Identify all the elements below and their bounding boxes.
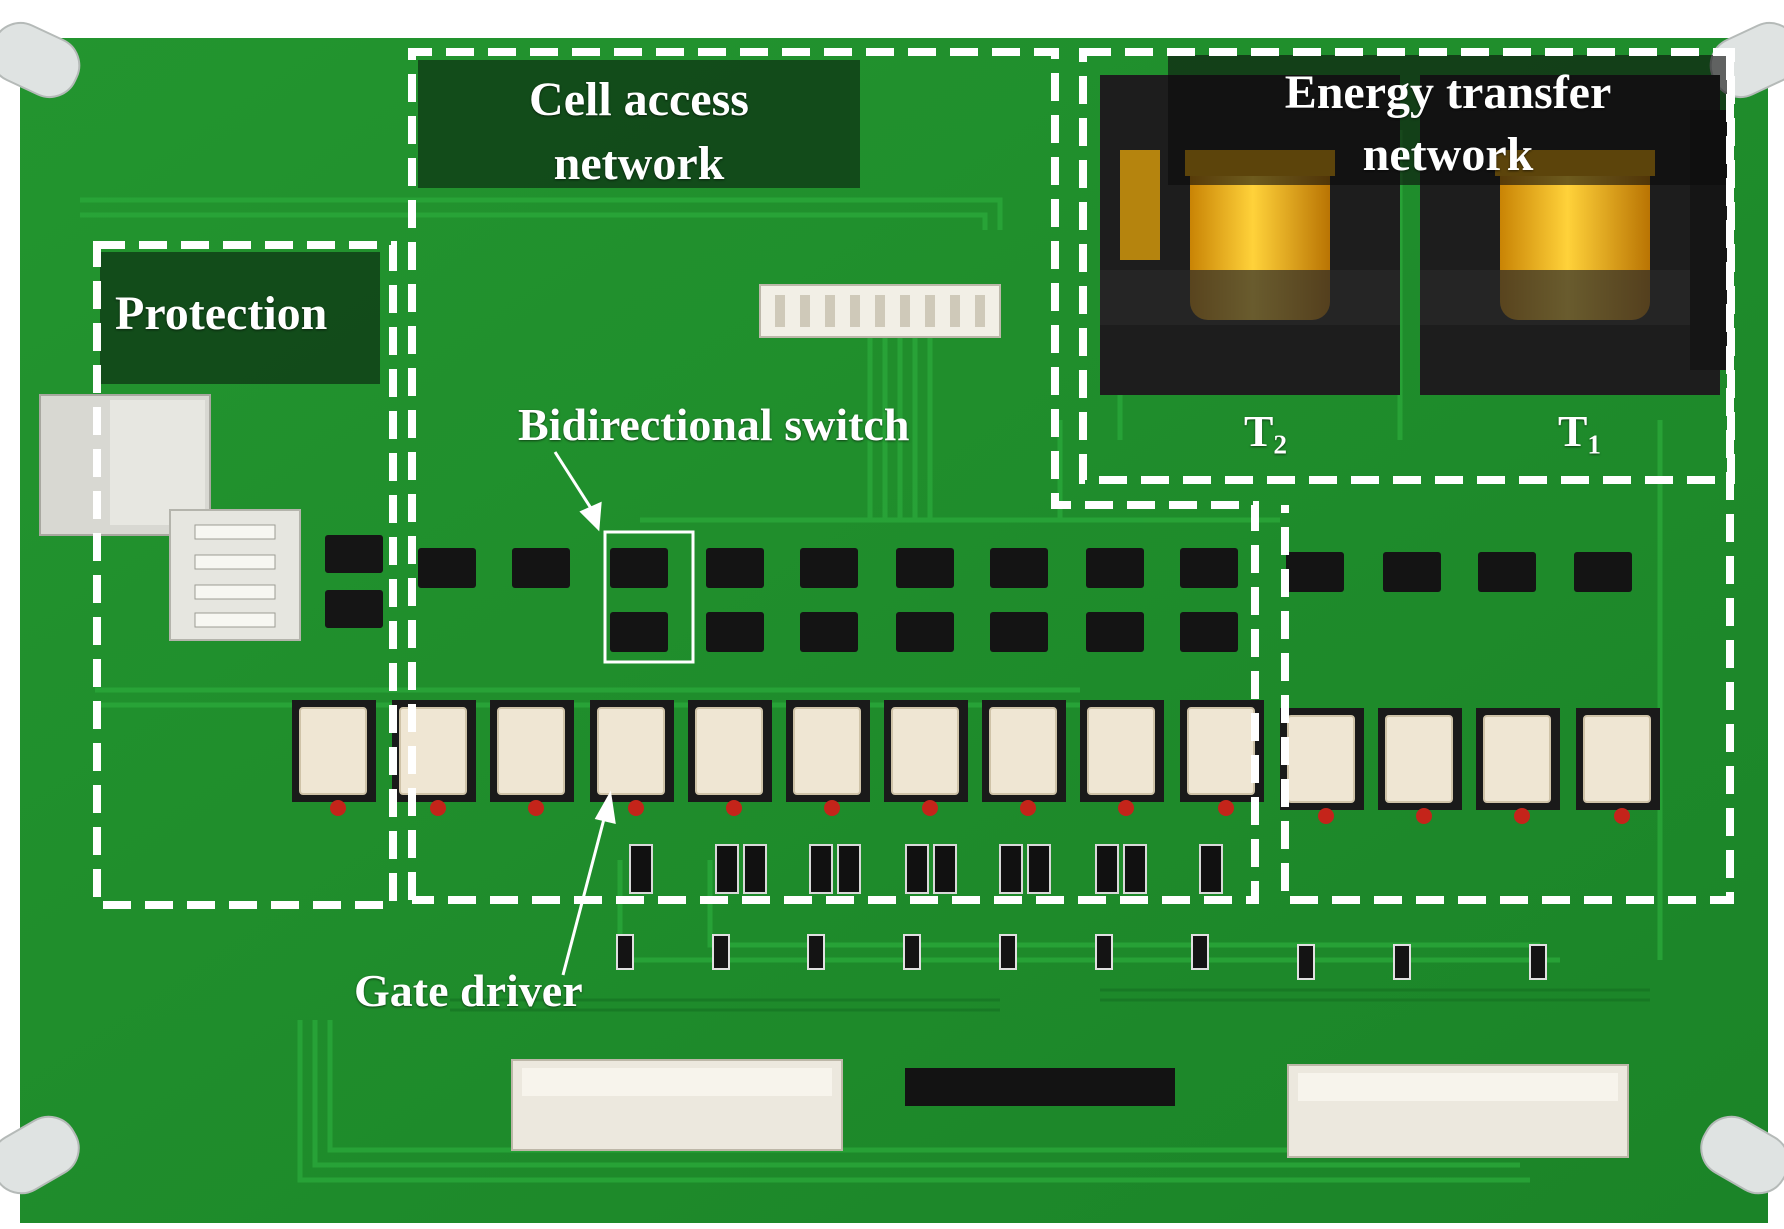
smd-diodes xyxy=(629,844,1223,894)
transformer-t1-label: T1 xyxy=(1558,410,1601,459)
top-pin-header xyxy=(759,284,1001,338)
transformer-t2-label: T2 xyxy=(1244,410,1287,459)
bottom-connector-right xyxy=(1287,1064,1629,1158)
t2-main: T xyxy=(1244,407,1274,456)
protection-label: Protection xyxy=(115,287,328,340)
optocoupler-row xyxy=(292,700,1660,810)
pcb-traces-dark xyxy=(450,988,1650,1012)
protection-label-backdrop xyxy=(100,252,380,384)
energy-transfer-network-label: Energy transfer network xyxy=(1168,62,1728,186)
gate-driver-label: Gate driver xyxy=(354,965,583,1016)
mosfet-row-bottom xyxy=(610,612,1238,652)
region-outlines xyxy=(93,48,1735,909)
bottom-ic-header xyxy=(905,1068,1175,1106)
protection-region-outline xyxy=(93,241,397,909)
t1-main: T xyxy=(1558,407,1588,456)
led-row xyxy=(330,800,1630,824)
bidirectional-switch-label: Bidirectional switch xyxy=(518,399,910,450)
protection-mosfets xyxy=(325,535,383,628)
energy-transfer-region-outline xyxy=(1281,52,1734,904)
mosfet-row-top xyxy=(418,548,1632,592)
annotation-arrows xyxy=(553,451,616,976)
energy-transfer-label-line2: network xyxy=(1362,128,1534,181)
bidirectional-switch-highlight xyxy=(603,530,695,664)
standoff-posts xyxy=(0,22,1784,1195)
cell-access-label-line2: network xyxy=(553,137,725,190)
power-connector xyxy=(39,394,301,641)
cell-access-network-label: Cell access network xyxy=(418,68,860,196)
energy-transfer-label-backdrop xyxy=(1168,55,1728,185)
resistor-row xyxy=(616,934,1547,980)
cell-access-region-outline xyxy=(408,48,1259,904)
t1-subscript: 1 xyxy=(1587,429,1601,460)
energy-transfer-label-line1: Energy transfer xyxy=(1284,66,1612,119)
t2-subscript: 2 xyxy=(1273,429,1287,460)
bottom-connector-left xyxy=(511,1059,843,1151)
cell-access-label-backdrop xyxy=(418,60,860,188)
cell-access-label-line1: Cell access xyxy=(529,73,749,126)
